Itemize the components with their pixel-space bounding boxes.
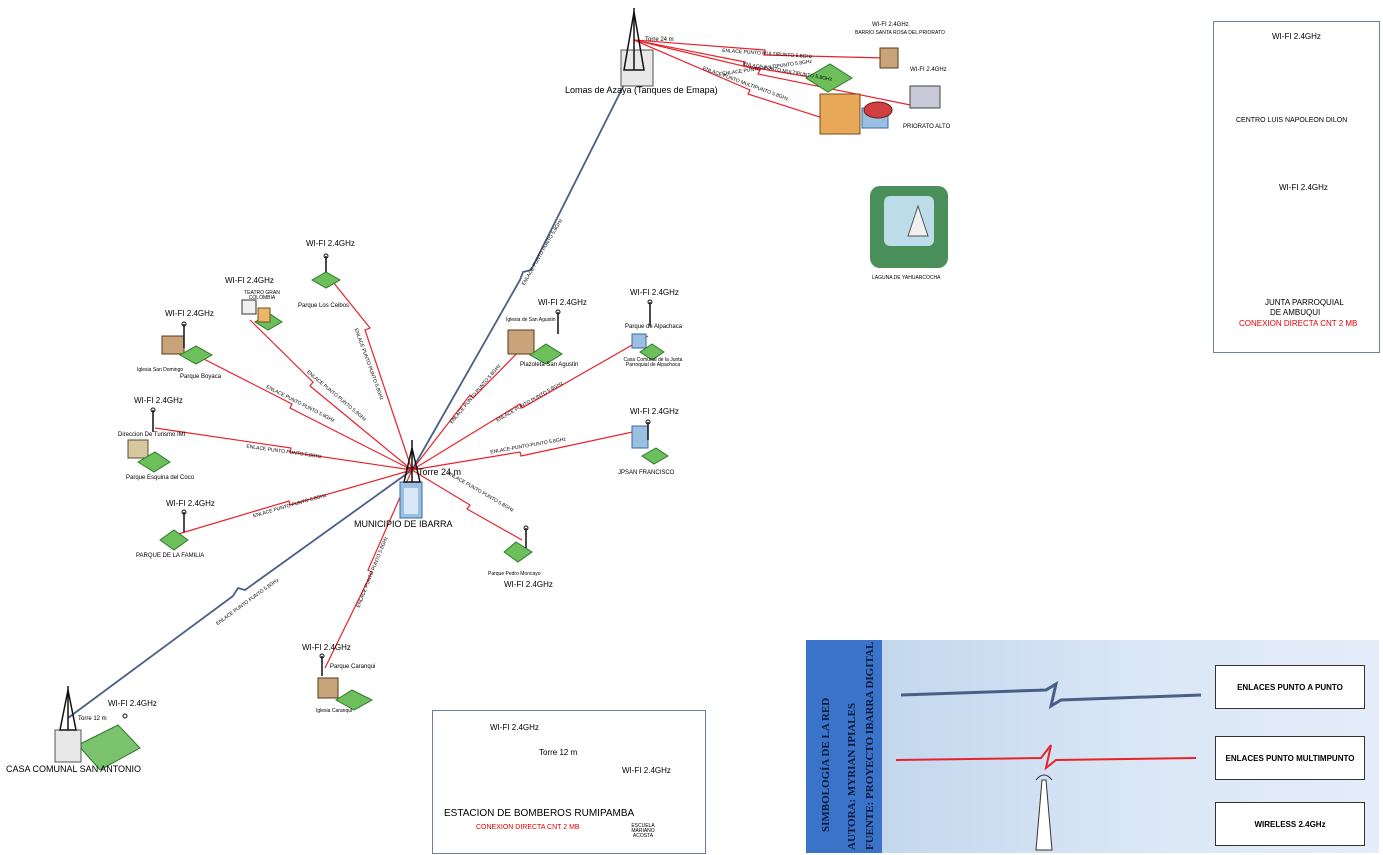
ptmp-links: [154, 39, 926, 669]
site-jpsan: JPSAN FRANCISCO: [618, 470, 675, 476]
wifi-antonio: WI-FI 2.4GHz: [108, 699, 157, 708]
junta-conexion: CONEXION DIRECTA CNT 2 MB: [1239, 319, 1358, 328]
tower-ibarra: [399, 440, 423, 519]
legend-band: [806, 640, 882, 853]
site-casa-alpachaca: Casa Comunal de la Junta Parroquial de A…: [623, 357, 683, 368]
wifi-santa-rosa: WI-FI 2.4GHz: [872, 22, 909, 28]
legend-wireless: WIRELESS 2.4GHz: [1215, 802, 1365, 846]
icon-teatro: [241, 299, 283, 331]
link-ibarra-antonio: [67, 469, 413, 719]
wifi-junta: WI-FI 2.4GHz: [1279, 183, 1328, 192]
site-moncayo: Parque Pedro Moncayo: [488, 571, 541, 577]
link-plazoleta: [411, 339, 531, 471]
site-santa-rosa: BARRIO SANTA ROSA DEL PRIORATO: [855, 30, 945, 36]
icon-turismo: [127, 410, 171, 473]
link-boyaca: [189, 351, 413, 471]
link-caranqui: [324, 469, 413, 669]
site-turismo: Direccion De Turismo IMI: [118, 432, 186, 438]
escuela-label: ESCUELA MARIANO ACOSTA: [631, 823, 655, 839]
wifi-ceibos: WI-FI 2.4GHz: [306, 239, 355, 248]
ptp-links: [67, 64, 635, 719]
bomberos-title: ESTACION DE BOMBEROS RUMIPAMBA: [444, 808, 635, 819]
wifi-escuela: WI-FI 2.4GHz: [622, 766, 671, 775]
icon-san-agustin: [507, 312, 563, 365]
wifi-bomberos: WI-FI 2.4GHz: [490, 723, 539, 732]
site-yahuarcocha: LAGUNA DE YAHUARCOCHA: [872, 275, 941, 281]
wifi-caranqui: WI-FI 2.4GHz: [302, 643, 351, 652]
link-teatro: [249, 319, 413, 471]
right-panel: WI-FI 2.4GHz CENTRO LUIS NAPOLEON DILON …: [1213, 21, 1380, 353]
legend-symbols: [895, 680, 1202, 851]
wifi-familia: WI-FI 2.4GHz: [166, 499, 215, 508]
icon-ceibos: [310, 256, 342, 289]
link-wifi-near: [633, 39, 841, 83]
link-turismo: [154, 427, 413, 471]
site-alpachaca: Parque de Alpachaca: [625, 324, 683, 330]
tower-antonio-name: CASA COMUNAL SAN ANTONIO: [6, 764, 142, 774]
junta-line1: JUNTA PARROQUIAL: [1265, 298, 1344, 307]
site-teatro: TEATRO GRAN COLOMBIA: [244, 290, 280, 301]
site-iglesia-sa: Iglesia de San Agustin: [506, 317, 556, 323]
link-ceibos: [324, 271, 413, 471]
site-ceibos: Parque Los Ceibos: [298, 303, 350, 309]
icon-alpachaca: [631, 302, 665, 361]
wifi-moncayo: WI-FI 2.4GHz: [504, 580, 553, 589]
wifi-jpsan: WI-FI 2.4GHz: [630, 407, 679, 416]
link-familia: [174, 469, 413, 536]
site-familia: PARQUE DE LA FAMILIA: [136, 553, 205, 559]
icon-jpsan: [631, 422, 669, 465]
centro-label: CENTRO LUIS NAPOLEON DILON: [1236, 117, 1348, 124]
legend-ptmp: ENLACES PUNTO MULTIMPUNTO: [1215, 736, 1365, 780]
tower-antonio-label: Torre 12 m: [78, 716, 107, 722]
site-plazoleta: Plazoleta San Agustin: [520, 362, 579, 368]
icon-moncayo: [503, 528, 533, 563]
link-priorato: [633, 39, 926, 109]
tower-lomas-label: Torre 24 m: [645, 37, 674, 43]
icon-caranqui: [317, 656, 374, 711]
site-icons: [127, 47, 948, 711]
wifi-boyaca: WI-FI 2.4GHz: [165, 309, 214, 318]
tower-lomas: [620, 8, 654, 87]
icon-priorato-cluster: [805, 47, 941, 135]
wifi-turismo: WI-FI 2.4GHz: [134, 396, 183, 405]
wifi-centro: WI-FI 2.4GHz: [1272, 32, 1321, 41]
icon-yahuarcocha: [870, 186, 948, 268]
link-moncayo: [411, 469, 523, 541]
wifi-teatro: WI-FI 2.4GHz: [225, 276, 274, 285]
legend: SIMBOLOGÍA DE LA RED AUTORA: MYRIAN IPIA…: [806, 640, 1379, 853]
site-caranqui: Parque Caranqui: [330, 664, 376, 670]
link-santa-rosa: [633, 39, 886, 59]
tower-ibarra-label: Torre 24 m: [418, 467, 462, 477]
tower-antonio: [54, 686, 141, 771]
link-building: [633, 39, 861, 131]
tower-lomas-name: Lomas de Azaya (Tanques de Emapa): [565, 85, 718, 95]
bomberos-conexion: CONEXION DIRECTA CNT 2 MB: [476, 824, 580, 831]
icon-boyaca: [161, 324, 214, 365]
icon-familia: [159, 512, 189, 551]
site-priorato: PRIORATO ALTO: [903, 124, 951, 130]
wifi-san-agustin: WI-FI 2.4GHz: [538, 298, 587, 307]
junta-line2: DE AMBUQUI: [1270, 308, 1321, 317]
site-coco: Parque Esquina del Coco: [126, 475, 195, 481]
wifi-alpachaca: WI-FI 2.4GHz: [630, 288, 679, 297]
wifi-priorato: WI-FI 2.4GHz: [910, 67, 947, 73]
site-iglesia-sd: Iglesia San Domingo: [137, 367, 184, 373]
tower-ibarra-name: MUNICIPIO DE IBARRA: [354, 519, 453, 529]
tower-bomberos-label: Torre 12 m: [539, 748, 578, 757]
link-ibarra-lomas: [411, 64, 635, 471]
site-iglesia-caranqui: Iglesia Caranqui: [316, 708, 353, 714]
bomberos-box: WI-FI 2.4GHz Torre 12 m ESTACION DE BOMB…: [432, 710, 706, 854]
link-alpachaca: [411, 335, 649, 471]
legend-ptp: ENLACES PUNTO A PUNTO: [1215, 665, 1365, 709]
link-jpsan: [411, 429, 643, 471]
site-boyaca: Parque Boyaca: [180, 374, 222, 380]
